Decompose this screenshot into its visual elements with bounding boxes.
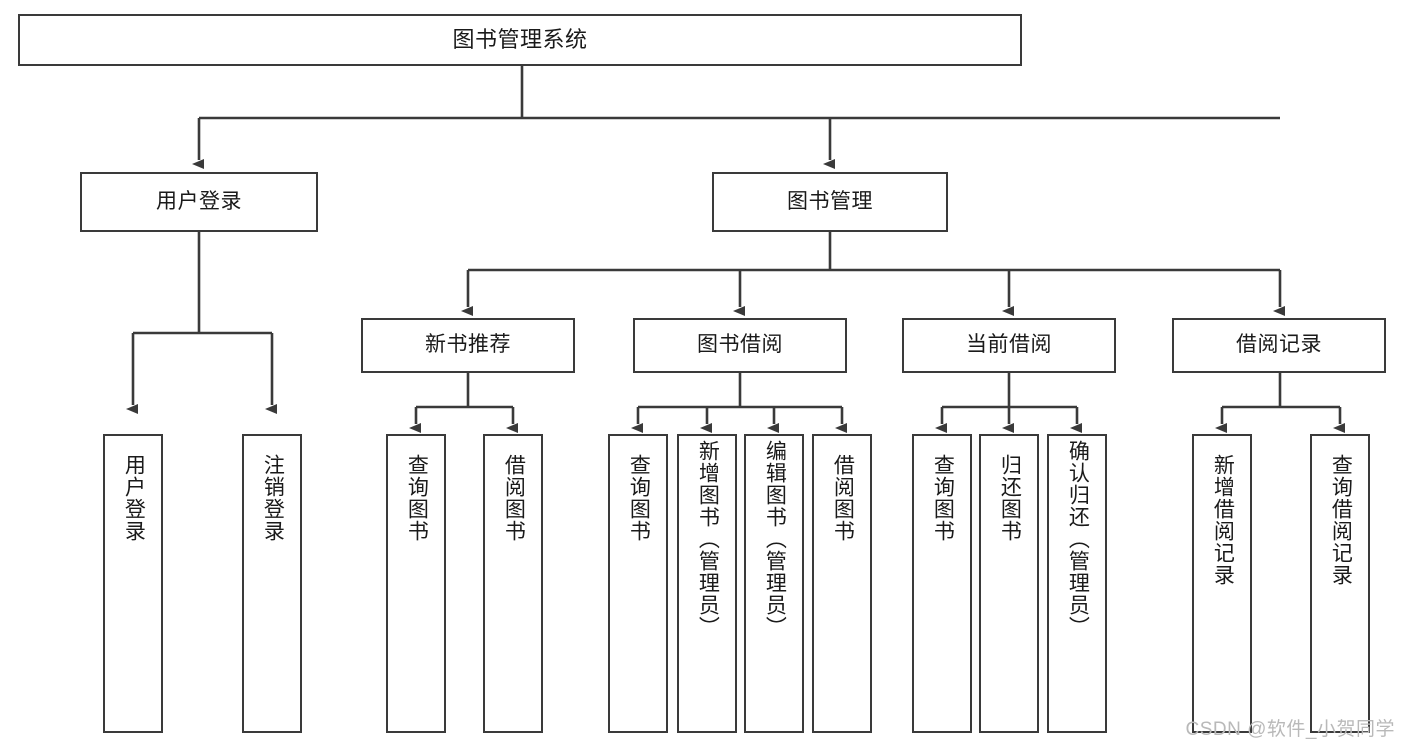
node-label: 编辑图书（管理员） <box>763 440 787 638</box>
leaf-user-login-logout[interactable]: 注销登录 <box>242 434 302 733</box>
csdn-watermark: CSDN @软件_小贺同学 <box>1185 719 1395 740</box>
node-label: 图书管理系统 <box>452 27 588 53</box>
node-label: 图书管理 <box>787 189 873 213</box>
node-borrow-records[interactable]: 借阅记录 <box>1172 318 1386 373</box>
node-label: 借阅记录 <box>1236 333 1322 357</box>
leaf-user-login-login[interactable]: 用户登录 <box>103 434 163 733</box>
leaf-book-borrow-borrow-book[interactable]: 借阅图书 <box>812 434 872 733</box>
leaf-new-book-query-book[interactable]: 查询图书 <box>386 434 446 733</box>
leaf-book-borrow-query-book[interactable]: 查询图书 <box>608 434 668 733</box>
leaf-new-book-borrow-book[interactable]: 借阅图书 <box>483 434 543 733</box>
node-label: 图书借阅 <box>697 333 783 357</box>
node-label: 归还图书 <box>998 454 1022 542</box>
node-label: 注销登录 <box>261 454 285 542</box>
leaf-borrow-records-add-record[interactable]: 新增借阅记录 <box>1192 434 1252 733</box>
node-user-login[interactable]: 用户登录 <box>80 172 318 232</box>
leaf-book-borrow-add-book-admin[interactable]: 新增图书（管理员） <box>677 434 737 733</box>
node-root-book-management-system[interactable]: 图书管理系统 <box>18 14 1022 66</box>
node-new-book-recommend[interactable]: 新书推荐 <box>361 318 575 373</box>
node-label: 查询图书 <box>931 454 955 542</box>
node-label: 新书推荐 <box>425 333 511 357</box>
node-book-management[interactable]: 图书管理 <box>712 172 948 232</box>
node-label: 查询图书 <box>627 454 651 542</box>
node-label: 新增图书（管理员） <box>696 440 720 638</box>
node-book-borrow[interactable]: 图书借阅 <box>633 318 847 373</box>
node-label: 查询借阅记录 <box>1329 454 1353 586</box>
node-label: 确认归还（管理员） <box>1066 440 1090 638</box>
leaf-current-borrow-return-book[interactable]: 归还图书 <box>979 434 1039 733</box>
leaf-book-borrow-edit-book-admin[interactable]: 编辑图书（管理员） <box>744 434 804 733</box>
node-label: 查询图书 <box>405 454 429 542</box>
leaf-current-borrow-query-book[interactable]: 查询图书 <box>912 434 972 733</box>
node-label: 借阅图书 <box>831 454 855 542</box>
node-label: 用户登录 <box>122 454 146 542</box>
leaf-current-borrow-confirm-return-admin[interactable]: 确认归还（管理员） <box>1047 434 1107 733</box>
leaf-borrow-records-query-record[interactable]: 查询借阅记录 <box>1310 434 1370 733</box>
node-label: 用户登录 <box>156 189 242 213</box>
node-label: 借阅图书 <box>502 454 526 542</box>
node-label: 当前借阅 <box>966 333 1052 357</box>
node-current-borrow[interactable]: 当前借阅 <box>902 318 1116 373</box>
node-label: 新增借阅记录 <box>1211 454 1235 586</box>
